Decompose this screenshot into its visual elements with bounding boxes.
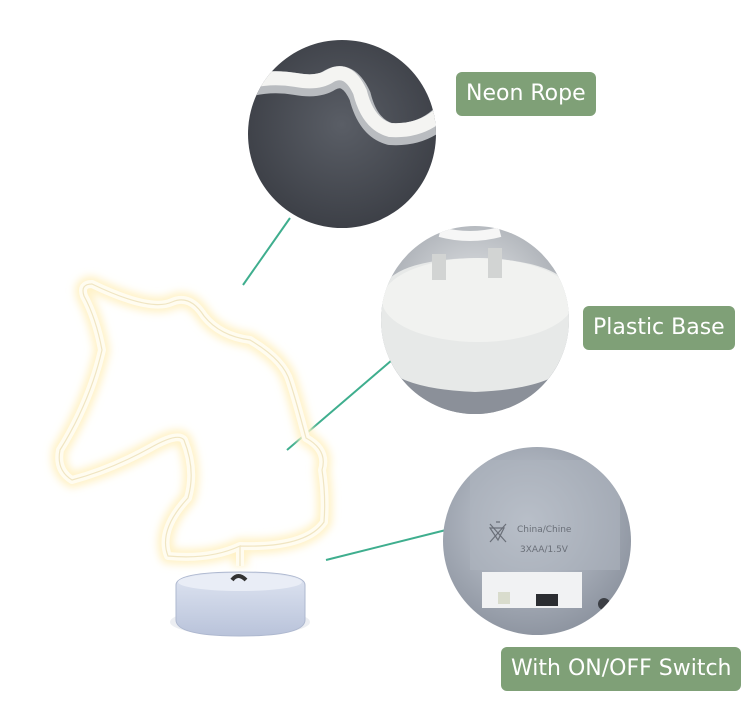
unicorn-outline xyxy=(55,280,329,566)
detail-circle-plastic-base xyxy=(381,226,569,414)
connector-line-neon-rope xyxy=(242,217,291,286)
base-marking-line1: China/Chine xyxy=(517,525,572,535)
detail-circle-neon-rope xyxy=(248,40,436,228)
on-off-switch xyxy=(536,594,558,606)
connector-line-switch xyxy=(325,529,447,561)
base-marking-line2: 3XAA/1.5V xyxy=(520,545,569,555)
label-plastic-base: Plastic Base xyxy=(583,306,735,350)
unicorn-neon-lamp xyxy=(51,276,333,637)
detail-circle-switch: China/Chine 3XAA/1.5V xyxy=(443,447,631,635)
label-neon-rope: Neon Rope xyxy=(456,72,596,116)
label-on-off-switch: With ON/OFF Switch xyxy=(501,647,742,691)
